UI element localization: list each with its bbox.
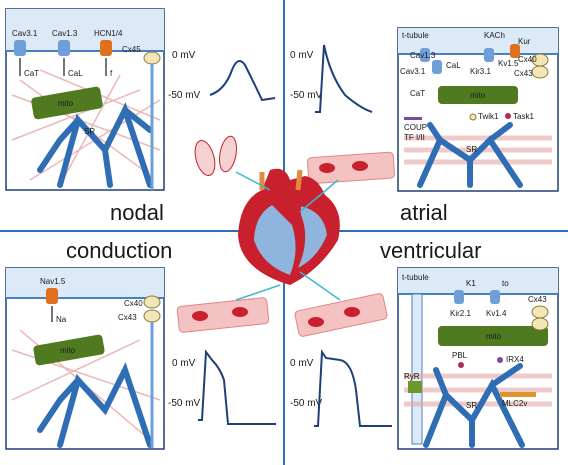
connexin-icon — [143, 51, 161, 65]
ventricular-cell — [397, 267, 559, 450]
nodal-current-label: CaT — [24, 69, 39, 78]
atrial-title: atrial — [400, 200, 448, 225]
nodal-zero-mv: 0 mV — [172, 50, 196, 61]
atrial-tissue — [306, 151, 396, 185]
conduction-zero-mv: 0 mV — [172, 358, 196, 369]
atrial-action-potential — [315, 44, 373, 113]
ventricular-k1: K1 — [466, 279, 476, 288]
atrial-mito: mito — [470, 91, 486, 100]
nodal-sr-label: SR — [84, 127, 95, 136]
conduction-cx43: Cx43 — [118, 313, 137, 322]
atrial-cal: CaL — [446, 61, 461, 70]
nodal-mito-label: mito — [58, 99, 74, 108]
ventricular-ryr: RyR — [404, 372, 420, 381]
nodal-tissue — [194, 139, 216, 177]
nodal-minus50-mv: -50 mV — [168, 90, 201, 101]
ventricular-sr: SR — [466, 401, 477, 410]
nodal-cell — [5, 8, 165, 191]
channel-icon — [14, 40, 26, 56]
conduction-mito: mito — [60, 346, 76, 355]
channel-icon — [58, 40, 70, 56]
atrial-cell — [397, 27, 559, 192]
nodal-connexin-label: Cx45 — [122, 45, 141, 54]
atrial-twik: Twik1 — [478, 112, 499, 121]
arrow-to-atrial — [299, 179, 339, 213]
nodal-channel-label: Cav3.1 — [12, 29, 38, 38]
atrial-ttubule: t-tubule — [402, 31, 429, 40]
ventricular-irx4: IRX4 — [506, 355, 524, 364]
nodal-channel-label: Cav1.3 — [52, 29, 78, 38]
atrial-task: Task1 — [513, 112, 534, 121]
nodal-action-potential — [209, 60, 276, 102]
ventricular-minus50-mv: -50 mV — [290, 398, 323, 409]
ventricular-cx43: Cx43 — [528, 295, 547, 304]
ventricular-zero-mv: 0 mV — [290, 358, 314, 369]
atrial-coup: COUP — [404, 123, 427, 132]
conduction-minus50-mv: -50 mV — [168, 398, 201, 409]
atrial-kv15: Kv1.5 — [498, 59, 519, 68]
ventricular-mlc2v: MLC2v — [502, 399, 527, 408]
atrial-minus50-mv: -50 mV — [290, 90, 323, 101]
ventricular-title: ventricular — [380, 238, 481, 263]
atrial-sr: SR — [466, 145, 477, 154]
ventricular-ttubule: t-tubule — [402, 273, 429, 282]
mito-shape — [31, 86, 103, 120]
ventricular-kir21: Kir2.1 — [450, 309, 471, 318]
ventricular-pbl: PBL — [452, 351, 468, 360]
arrow-to-conduction — [235, 284, 281, 301]
atrial-cx43: Cx43 — [514, 69, 533, 78]
atrial-tf: TF I/II — [404, 133, 425, 142]
ventricular-tissue — [294, 293, 388, 337]
atrial-cat: CaT — [410, 89, 425, 98]
atrial-cav31: Cav3.1 — [400, 67, 426, 76]
conduction-cell — [5, 267, 165, 450]
atrial-cav13: Cav1.3 — [410, 51, 436, 60]
atrial-kir31: Kir3.1 — [470, 67, 491, 76]
nodal-channel-label: HCN1/4 — [94, 29, 123, 38]
arrow-to-ventricular — [299, 271, 341, 301]
channel-icon — [100, 40, 112, 56]
atrial-kur: Kur — [518, 37, 531, 46]
ventricular-kv14: Kv1.4 — [486, 309, 507, 318]
ventricular-action-potential — [314, 348, 392, 427]
heart-illustration — [238, 168, 340, 285]
nodal-current-label: CaL — [68, 69, 83, 78]
conduction-tissue — [176, 297, 270, 333]
ventricular-to: to — [502, 279, 509, 288]
conduction-nav15: Nav1.5 — [40, 277, 66, 286]
nodal-title: nodal — [110, 200, 164, 225]
nodal-tissue — [219, 135, 237, 173]
atrial-kach: KACh — [484, 31, 505, 40]
conduction-action-potential — [198, 349, 276, 425]
arrow-to-nodal — [235, 171, 271, 191]
conduction-na: Na — [56, 315, 67, 324]
conduction-title: conduction — [66, 238, 172, 263]
atrial-cx40: Cx40 — [518, 55, 537, 64]
atrial-zero-mv: 0 mV — [290, 50, 314, 61]
nodal-current-label: f — [110, 69, 113, 78]
conduction-cx40: Cx40 — [124, 299, 143, 308]
ventricular-mito: mito — [486, 332, 502, 341]
